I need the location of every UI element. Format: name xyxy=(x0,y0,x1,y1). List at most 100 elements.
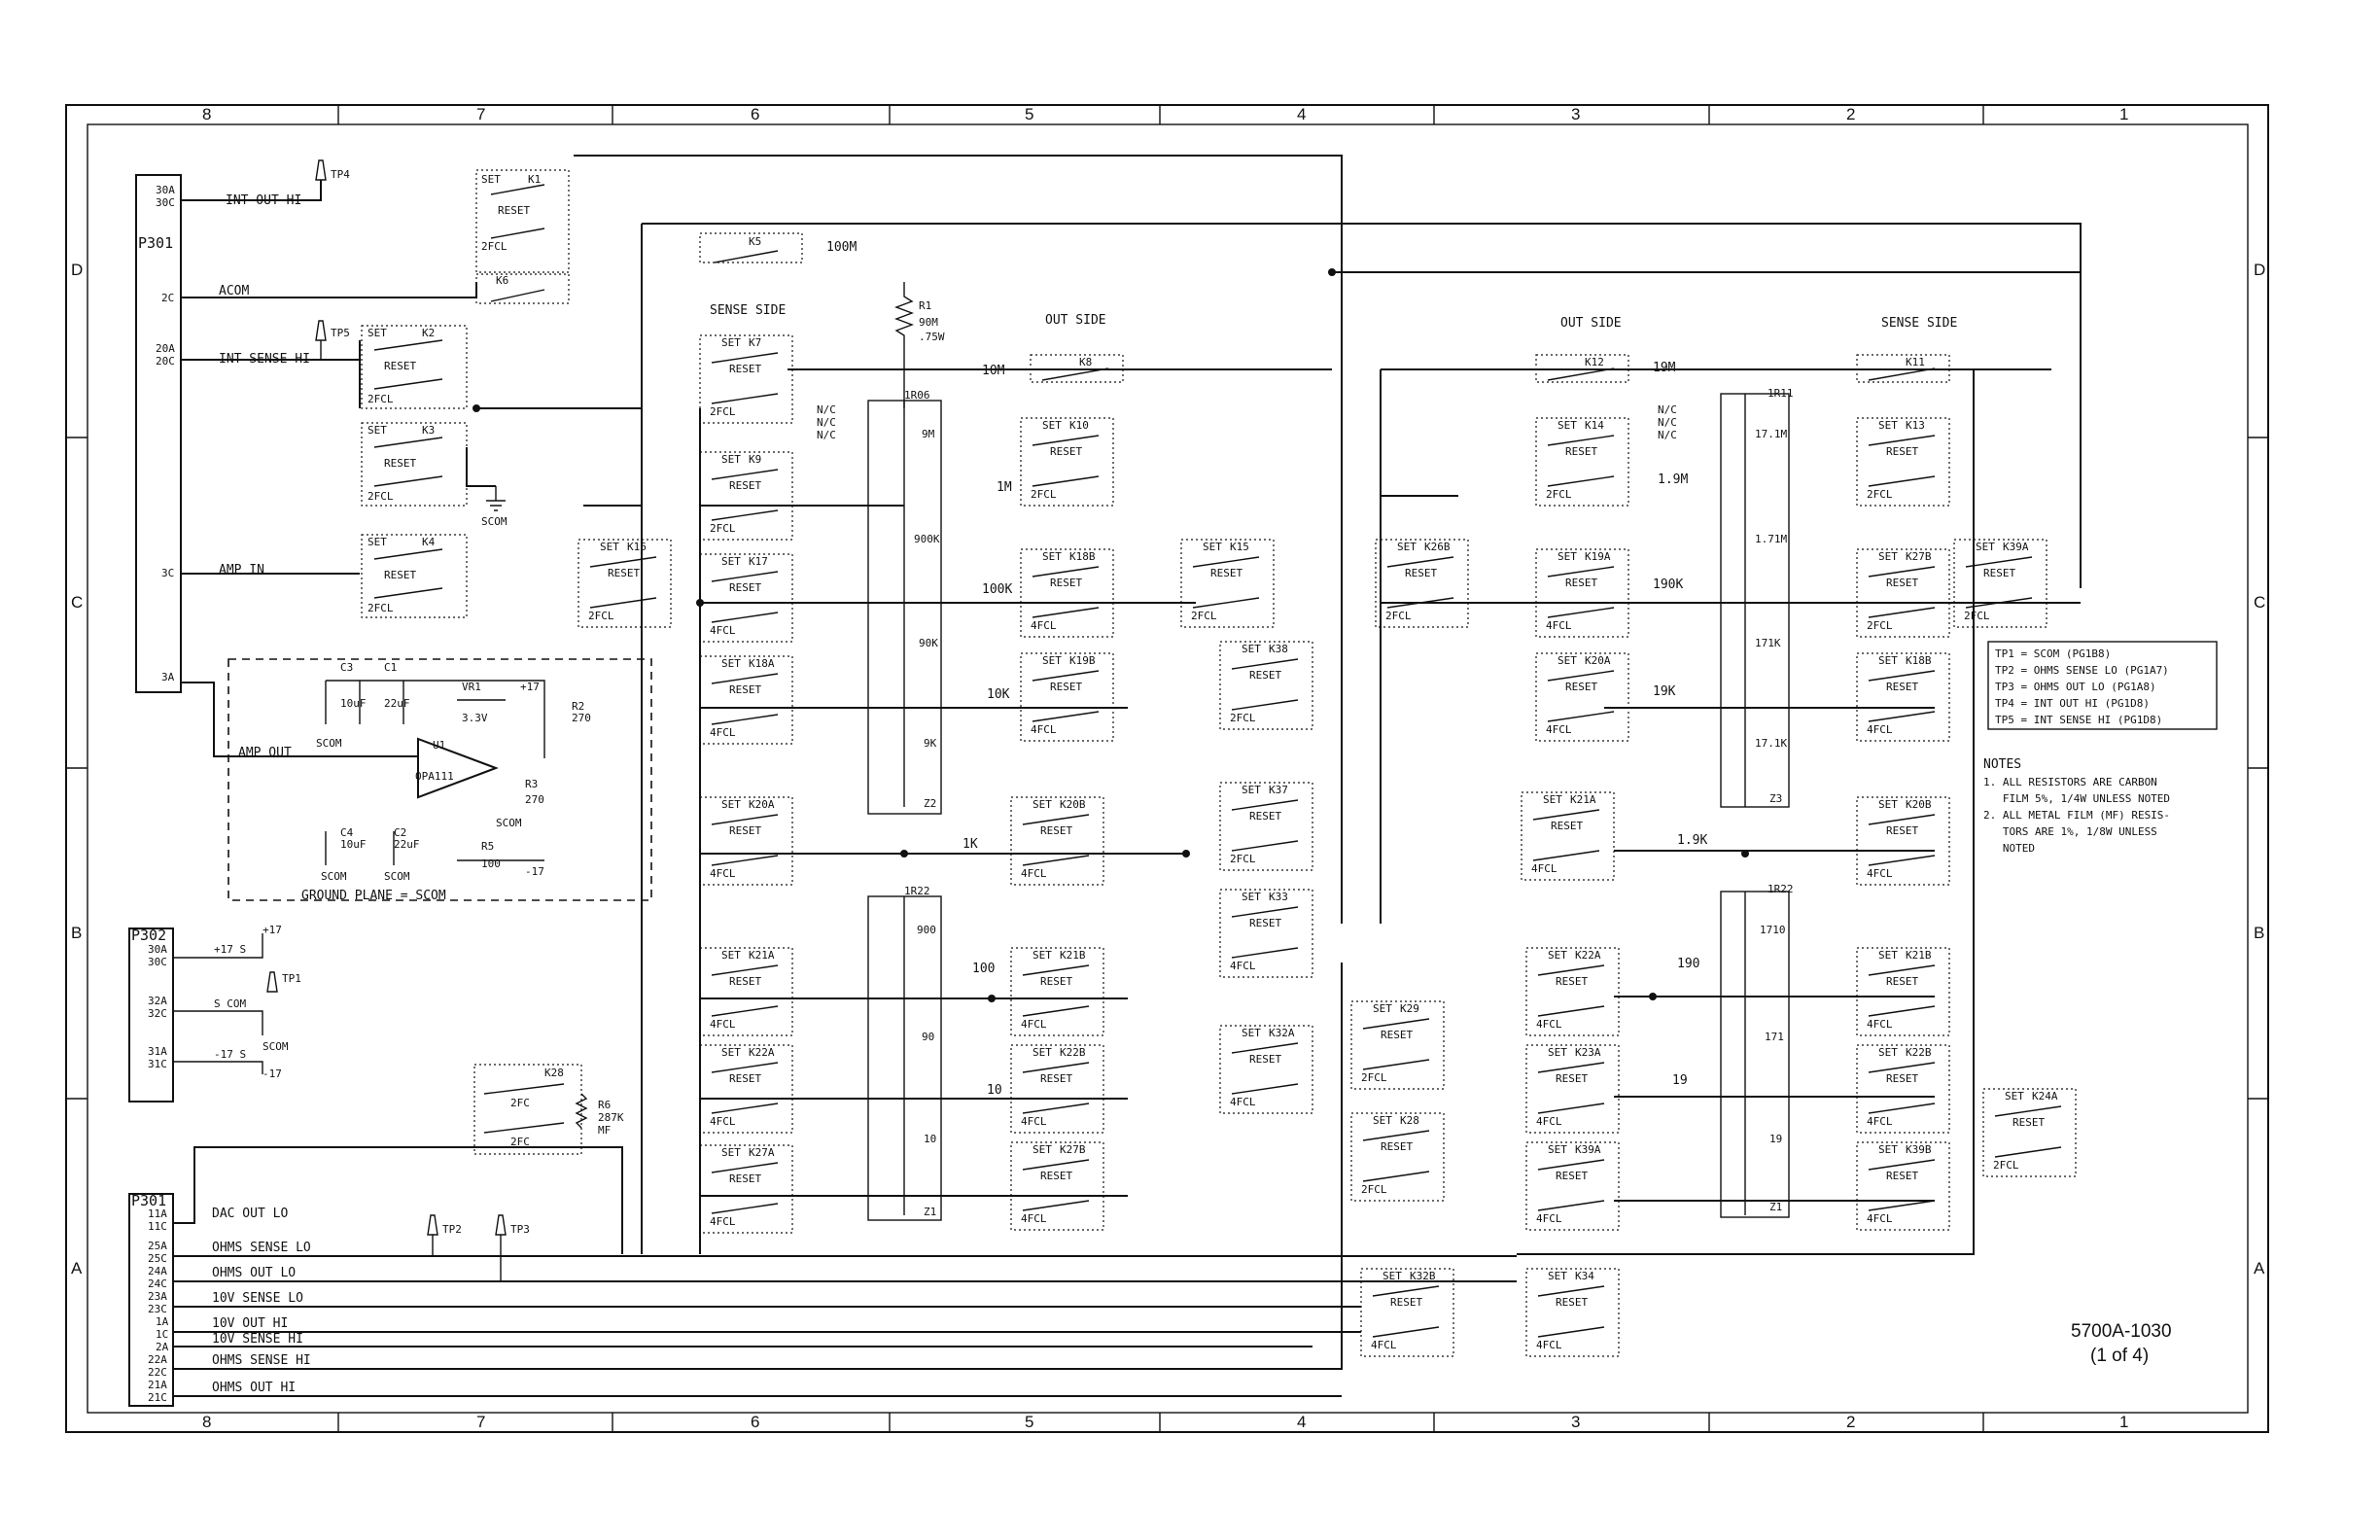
right-network-bottom-id: 1R22 xyxy=(1768,883,1794,895)
k3-reset: RESET xyxy=(384,457,416,470)
relay-label: K20B xyxy=(1060,798,1086,811)
testpoint-tp3: TP3 xyxy=(495,1214,530,1281)
value-10k: 10K xyxy=(987,687,1010,702)
tap-wiring xyxy=(700,271,2081,1255)
relay-form: 4FCL xyxy=(710,624,736,637)
right-network-z-bottom: Z1 xyxy=(1769,1201,1782,1213)
relay-label: K27B xyxy=(1060,1143,1086,1156)
k2-form: 2FCL xyxy=(368,393,394,405)
drawing-sheet: (1 of 4) xyxy=(2090,1346,2149,1366)
row-label-b-left: B xyxy=(71,924,82,942)
relay-label: K21B xyxy=(1060,949,1086,962)
col-label-7-top: 7 xyxy=(476,105,485,123)
relay-reset: RESET xyxy=(1249,1053,1281,1066)
relay-set: SET xyxy=(1032,949,1052,962)
value-100k: 100K xyxy=(982,582,1012,597)
signal-ohms-sense-lo: OHMS SENSE LO xyxy=(212,1241,311,1255)
relay-reset: RESET xyxy=(1050,681,1082,693)
r-171k: 171K xyxy=(1755,637,1781,649)
relay-k11-35: K11 xyxy=(1856,354,1950,383)
relay-form: 4FCL xyxy=(1021,1212,1047,1225)
row-label-d-right: D xyxy=(2254,261,2265,279)
relay-set: SET xyxy=(1548,949,1567,962)
relay-form: 4FCL xyxy=(1031,723,1057,736)
relay-label: K9 xyxy=(749,453,761,466)
legend-tp4: TP4 = INT OUT HI (PG1D8) xyxy=(1995,697,2150,710)
drawing-border: 8 7 6 5 4 3 2 1 8 7 6 5 4 3 2 1 D C B A … xyxy=(65,104,2269,1433)
relay-label: K23A xyxy=(1575,1046,1601,1059)
signal-10v-out-hi: 10V OUT HI xyxy=(212,1316,288,1331)
relay-label: K20A xyxy=(749,798,775,811)
p301b-pin-1a: 1A xyxy=(156,1315,169,1328)
relay-label: K10 xyxy=(1069,419,1089,432)
r-9k: 9K xyxy=(924,737,937,750)
notes: NOTES 1. ALL RESISTORS ARE CARBON FILM 5… xyxy=(1983,757,2170,855)
relay-k12-26: K12 xyxy=(1535,354,1629,383)
row-label-a-right: A xyxy=(2254,1259,2265,1278)
relay-label: K39A xyxy=(2003,541,2029,553)
relay-reset: RESET xyxy=(1040,824,1072,837)
r-90: 90 xyxy=(922,1031,934,1043)
relay-set: SET xyxy=(721,657,741,670)
k2-set: SET xyxy=(368,327,387,339)
relay-set: SET xyxy=(1878,798,1898,811)
right-network-z-top: Z3 xyxy=(1769,792,1782,805)
r3-label: R3 xyxy=(525,778,538,790)
relay-form: 2FCL xyxy=(1993,1159,2019,1172)
value-100m: 100M xyxy=(826,240,857,255)
p301b-pin-2a: 2A xyxy=(156,1341,169,1353)
relay-set: SET xyxy=(1242,1027,1261,1039)
relay-k6: K6 xyxy=(475,273,570,304)
relay-set: SET xyxy=(721,1046,741,1059)
col-label-7-bottom: 7 xyxy=(476,1413,485,1431)
relay-label: K16 xyxy=(627,541,647,553)
relay-form: 4FCL xyxy=(1867,1115,1893,1128)
relay-reset: RESET xyxy=(1886,975,1918,988)
p302-pin-30c: 30C xyxy=(148,956,167,968)
relay-form: 4FCL xyxy=(710,867,736,880)
tp4-label: TP4 xyxy=(331,168,350,181)
relay-set: SET xyxy=(1548,1270,1567,1282)
u1-label: U1 xyxy=(433,739,445,752)
c2-value: 22uF xyxy=(394,838,420,851)
pin-3c: 3C xyxy=(161,567,174,579)
network-right: 1R11 1R22 Z3 Z1 17.1M 1.71M 171K 17.1K 1… xyxy=(1720,387,1794,1218)
relay-label: K18A xyxy=(749,657,775,670)
relay-reset: RESET xyxy=(1381,1140,1413,1153)
relay-label: K32A xyxy=(1269,1027,1295,1039)
relay-label: K17 xyxy=(749,555,768,568)
p302-pin-32a: 32A xyxy=(148,995,167,1007)
relay-form: 4FCL xyxy=(1031,619,1057,632)
left-network-z-bottom: Z1 xyxy=(924,1206,936,1218)
relay-form: 2FCL xyxy=(588,610,614,622)
signal-dac-out-lo: DAC OUT LO xyxy=(212,1207,288,1221)
c1-value: 22uF xyxy=(384,697,410,710)
p301b-pin-22c: 22C xyxy=(148,1366,167,1379)
relay-label: K20A xyxy=(1585,654,1611,667)
relay-label: K22A xyxy=(749,1046,775,1059)
relay-set: SET xyxy=(1242,643,1261,655)
relay-form: 2FCL xyxy=(1191,610,1217,622)
relay-reset: RESET xyxy=(1556,1170,1588,1182)
testpoint-legend: TP1 = SCOM (PG1B8) TP2 = OHMS SENSE LO (… xyxy=(1987,641,2218,730)
k3-scom: SCOM xyxy=(481,515,508,528)
signal-ohms-out-lo: OHMS OUT LO xyxy=(212,1266,296,1280)
relay-set: SET xyxy=(1397,541,1417,553)
pin-3a: 3A xyxy=(161,671,175,683)
col-label-2-top: 2 xyxy=(1846,105,1855,123)
r-900k: 900K xyxy=(914,533,940,545)
relay-label: K37 xyxy=(1269,784,1288,796)
